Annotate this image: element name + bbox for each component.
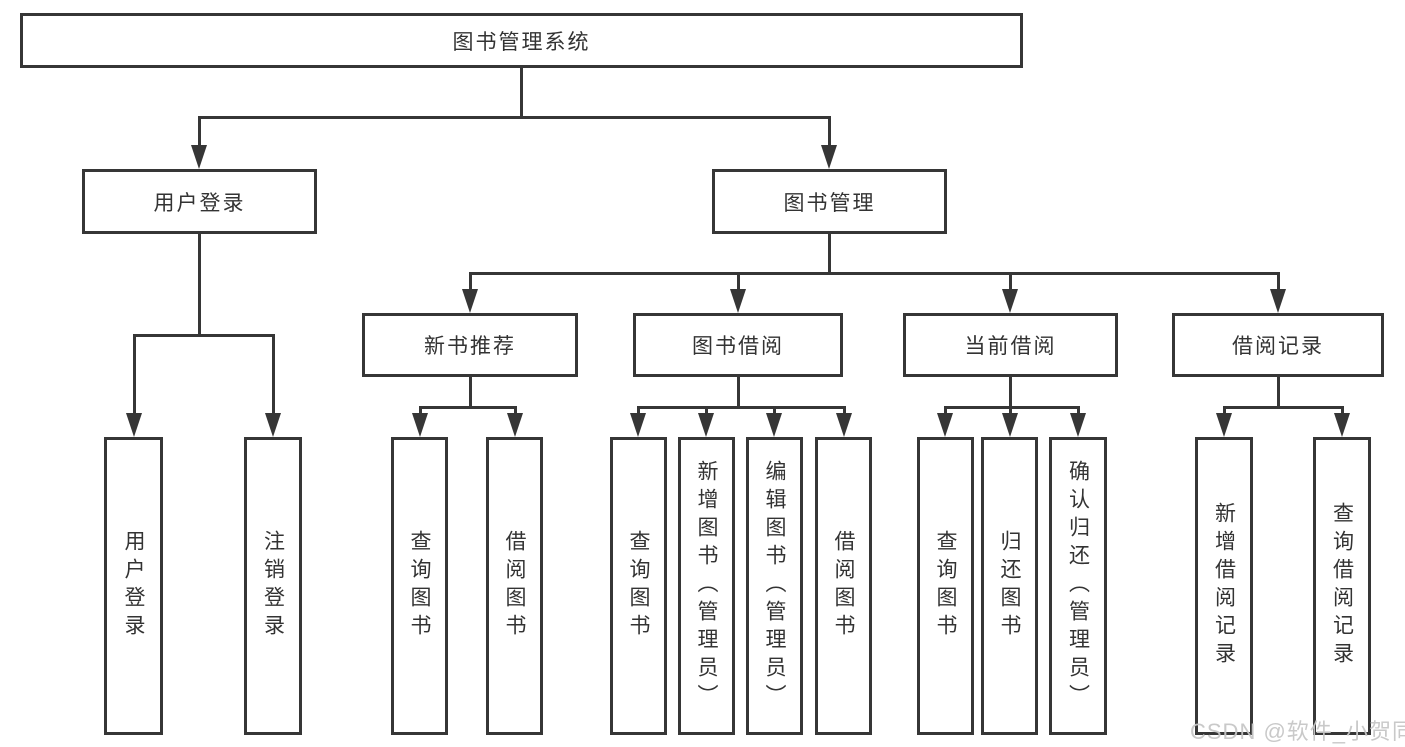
- arrow-down-icon: [126, 413, 142, 437]
- node-label: 新增借阅记录: [1212, 502, 1236, 670]
- node-label: 编辑图书（管理员）: [763, 460, 786, 712]
- node-label: 用户登录: [122, 530, 145, 642]
- arrow-down-icon: [766, 413, 782, 437]
- connector-line: [418, 405, 517, 409]
- leaf-logout: 注销登录: [244, 437, 302, 735]
- leaf-query-borrow-record: 查询借阅记录: [1313, 437, 1371, 735]
- node-label: 借阅记录: [1232, 335, 1324, 358]
- node-library-management-system: 图书管理系统: [20, 13, 1023, 68]
- arrow-down-icon: [698, 413, 714, 437]
- arrow-down-icon: [630, 413, 646, 437]
- connector-line: [1276, 273, 1280, 295]
- connector-line: [1276, 377, 1280, 407]
- connector-line: [636, 405, 846, 409]
- connector-line: [468, 271, 1280, 275]
- node-label: 确认归还（管理员）: [1066, 460, 1090, 712]
- arrow-down-icon: [462, 289, 478, 313]
- node-label: 新增图书（管理员）: [695, 460, 718, 712]
- arrow-down-icon: [836, 413, 852, 437]
- node-label: 图书管理: [783, 191, 876, 215]
- connector-line: [943, 405, 1080, 409]
- arrow-down-icon: [730, 289, 746, 313]
- connector-line: [468, 377, 472, 407]
- arrow-down-icon: [1270, 289, 1286, 313]
- leaf-query-books-current: 查询图书: [917, 437, 974, 735]
- connector-line: [736, 273, 740, 295]
- node-label: 借阅图书: [832, 530, 855, 642]
- connector-line: [197, 117, 201, 151]
- node-current-borrowing: 当前借阅: [903, 313, 1118, 377]
- leaf-borrow-books-recommend: 借阅图书: [486, 437, 543, 735]
- node-label: 新书推荐: [424, 335, 516, 358]
- arrow-down-icon: [1070, 413, 1086, 437]
- connector-line: [197, 115, 831, 119]
- node-label: 查询借阅记录: [1330, 502, 1354, 670]
- arrow-down-icon: [507, 413, 523, 437]
- leaf-query-books-borrow: 查询图书: [610, 437, 667, 735]
- arrow-down-icon: [412, 413, 428, 437]
- connector-line: [519, 68, 523, 117]
- connector-line: [1222, 405, 1344, 409]
- node-label: 图书借阅: [692, 335, 784, 358]
- node-label: 查询图书: [627, 530, 650, 642]
- connector-line: [197, 234, 201, 335]
- leaf-confirm-return-admin: 确认归还（管理员）: [1049, 437, 1107, 735]
- node-book-borrowing: 图书借阅: [633, 313, 843, 377]
- node-borrowing-records: 借阅记录: [1172, 313, 1384, 377]
- node-label: 归还图书: [998, 530, 1021, 642]
- arrow-down-icon: [1002, 289, 1018, 313]
- connector-line: [827, 117, 831, 151]
- arrow-down-icon: [265, 413, 281, 437]
- arrow-down-icon: [821, 145, 837, 169]
- node-label: 当前借阅: [964, 335, 1057, 358]
- node-label: 借阅图书: [503, 530, 526, 642]
- arrow-down-icon: [937, 413, 953, 437]
- node-label: 查询图书: [408, 530, 431, 642]
- arrow-down-icon: [1002, 413, 1018, 437]
- arrow-down-icon: [1334, 413, 1350, 437]
- leaf-edit-books-admin: 编辑图书（管理员）: [746, 437, 803, 735]
- connector-line: [1008, 273, 1012, 295]
- node-label: 用户登录: [153, 191, 246, 215]
- node-label: 图书管理系统: [452, 30, 591, 54]
- node-user-login: 用户登录: [82, 169, 317, 234]
- node-label: 注销登录: [261, 530, 285, 642]
- leaf-add-borrow-record: 新增借阅记录: [1195, 437, 1253, 735]
- arrow-down-icon: [191, 145, 207, 169]
- connector-line: [468, 273, 472, 295]
- node-new-book-recommendation: 新书推荐: [362, 313, 578, 377]
- leaf-query-books-recommend: 查询图书: [391, 437, 448, 735]
- leaf-add-books-admin: 新增图书（管理员）: [678, 437, 735, 735]
- connector-line: [271, 335, 275, 419]
- node-book-management: 图书管理: [712, 169, 947, 234]
- connector-line: [132, 335, 136, 419]
- leaf-borrow-books: 借阅图书: [815, 437, 872, 735]
- connector-line: [736, 377, 740, 407]
- leaf-return-books: 归还图书: [981, 437, 1038, 735]
- node-label: 查询图书: [934, 530, 957, 642]
- connector-line: [1008, 377, 1012, 407]
- connector-line: [827, 234, 831, 273]
- arrow-down-icon: [1216, 413, 1232, 437]
- connector-line: [132, 333, 275, 337]
- leaf-user-login: 用户登录: [104, 437, 163, 735]
- csdn-watermark: CSDN @软件_小贺同学: [1190, 719, 1405, 744]
